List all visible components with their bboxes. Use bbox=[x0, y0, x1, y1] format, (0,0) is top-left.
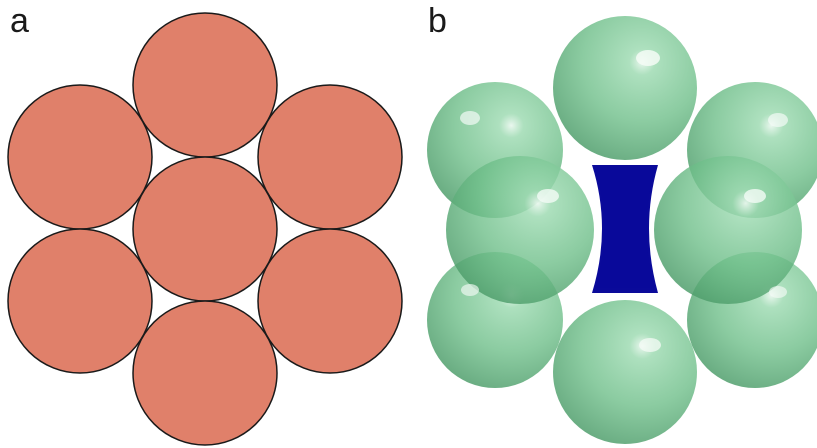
panel-a-hexagonal-circles bbox=[7, 12, 403, 446]
highlight-middle-right bbox=[744, 189, 766, 203]
panel-b-label: b bbox=[428, 2, 447, 40]
highlight-top bbox=[636, 50, 660, 66]
highlight-upper-right bbox=[768, 113, 788, 127]
highlight-lower-right bbox=[769, 286, 787, 298]
panel-b-sphere-cluster bbox=[427, 16, 817, 444]
circle-upper-right bbox=[257, 84, 403, 230]
circle-lower-left bbox=[7, 228, 153, 374]
circle-bottom bbox=[132, 300, 278, 446]
highlight-lower-left bbox=[461, 284, 479, 296]
circle-center bbox=[132, 156, 278, 302]
circle-lower-right bbox=[257, 228, 403, 374]
circle-upper-left bbox=[7, 84, 153, 230]
highlight-middle-left bbox=[537, 189, 559, 203]
sphere-middle-right bbox=[654, 156, 802, 304]
interstitial-void-front bbox=[595, 170, 655, 288]
sphere-middle-left bbox=[446, 156, 594, 304]
panel-a-label: a bbox=[10, 2, 29, 40]
highlight-bottom bbox=[639, 338, 661, 352]
highlight-upper-left bbox=[460, 111, 480, 125]
circle-top bbox=[132, 12, 278, 158]
sphere-top bbox=[553, 16, 697, 160]
sphere-bottom bbox=[553, 300, 697, 444]
